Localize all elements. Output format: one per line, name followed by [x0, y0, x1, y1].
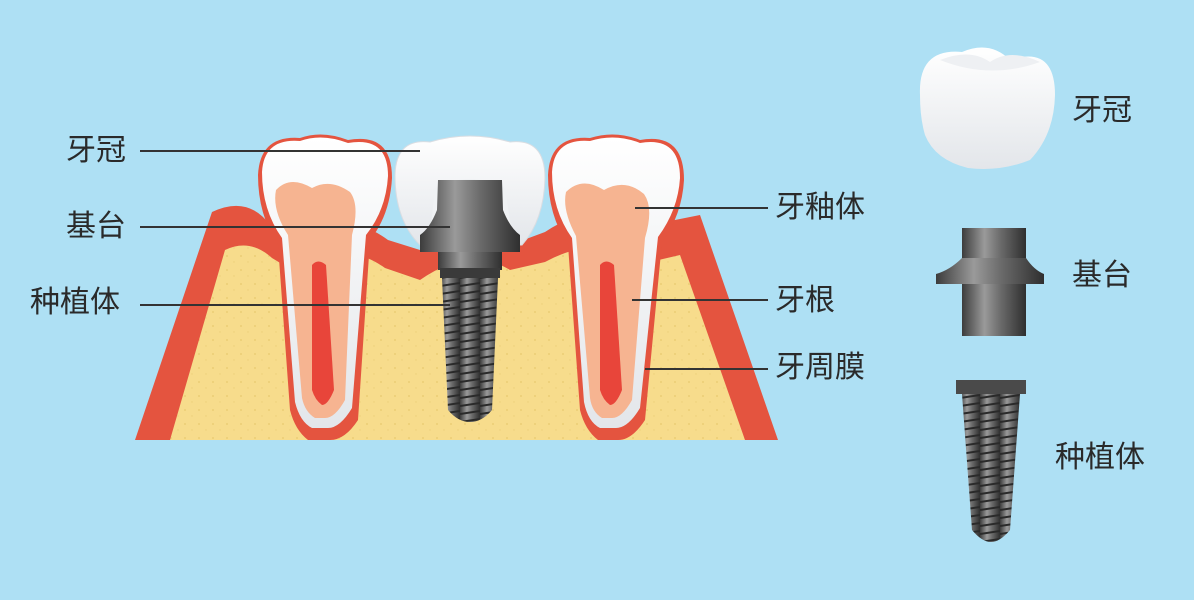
label-abutment: 基台 [66, 209, 126, 244]
implant-assembly [394, 135, 546, 422]
abutment-in-jaw [420, 180, 520, 252]
right-natural-tooth [548, 134, 684, 440]
component-abutment [936, 228, 1044, 336]
label-crown: 牙冠 [66, 133, 126, 168]
implant-screw-in-jaw [442, 278, 498, 422]
left-natural-tooth [258, 134, 392, 440]
label-periodontal-membrane: 牙周膜 [775, 350, 865, 385]
component-label-implant: 种植体 [1055, 440, 1145, 475]
component-crown [919, 47, 1055, 169]
component-implant [956, 380, 1026, 542]
label-dentin: 牙釉体 [775, 190, 865, 225]
component-label-abutment: 基台 [1072, 258, 1132, 293]
label-root: 牙根 [775, 283, 835, 318]
component-label-crown: 牙冠 [1072, 93, 1132, 128]
label-implant: 种植体 [30, 285, 120, 320]
leader-lines [140, 150, 768, 370]
